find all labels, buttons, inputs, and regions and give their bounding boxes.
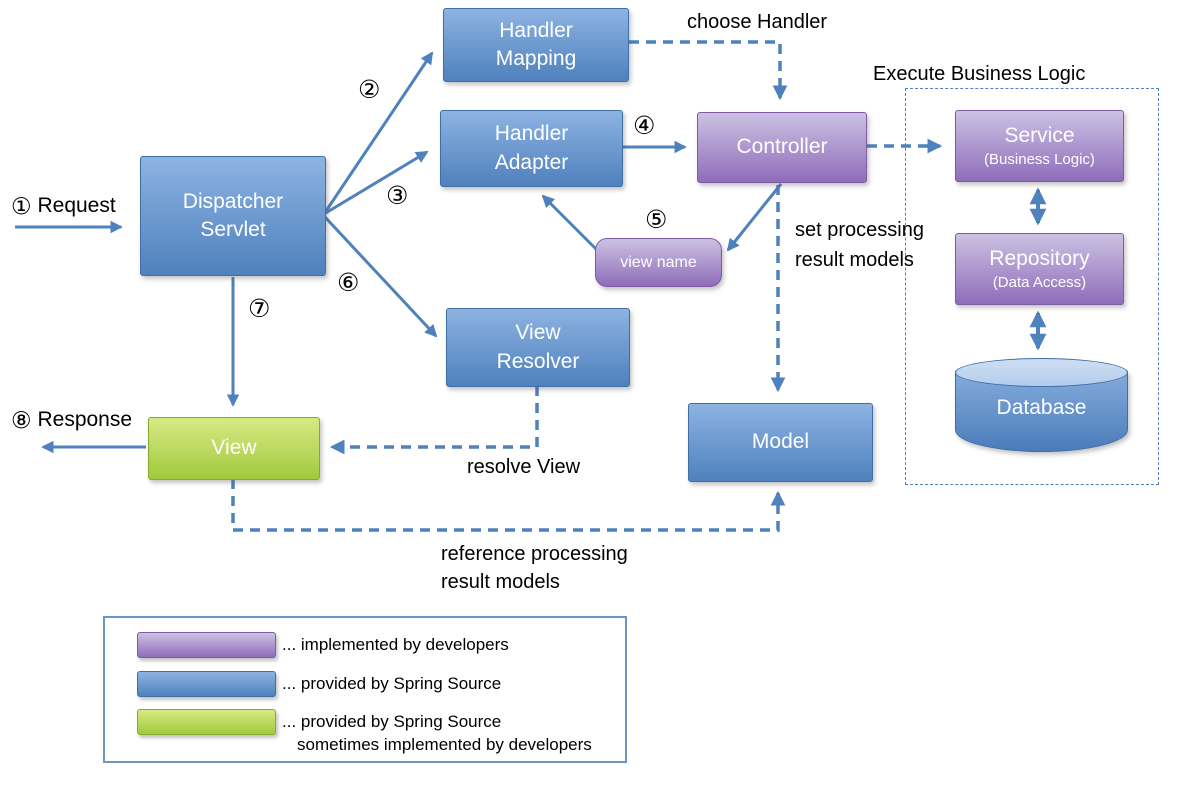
legend-label-blue: ... provided by Spring Source: [282, 674, 502, 693]
reference-label-line2: result models: [441, 571, 560, 593]
node-view-resolver: View Resolver: [446, 308, 630, 387]
step-5-badge: ⑤: [645, 205, 668, 234]
step-6-badge: ⑥: [337, 268, 360, 297]
node-view: View: [148, 417, 320, 480]
arrow-step3-to-handler-adapter: [323, 150, 429, 216]
arrow-view-name-to-handler-adapter: [541, 194, 601, 254]
dashed-view-to-model-reference: [231, 479, 786, 532]
legend-label-green-line2: sometimes implemented by developers: [297, 735, 592, 754]
legend: ... implemented by developers ... provid…: [103, 616, 627, 763]
step-8-badge: ⑧: [11, 408, 32, 434]
reference-label-line1: reference processing: [441, 543, 628, 565]
database-cylinder-top: [955, 358, 1128, 387]
node-handler-adapter: Handler Adapter: [440, 110, 623, 187]
step-2-badge: ②: [358, 75, 381, 104]
node-service: Service (Business Logic): [955, 110, 1124, 182]
node-repository: Repository (Data Access): [955, 233, 1124, 305]
legend-swatch-purple: [137, 632, 276, 658]
resolve-view-label: resolve View: [467, 456, 581, 478]
node-handler-mapping: Handler Mapping: [443, 8, 629, 82]
node-controller: Controller: [697, 112, 867, 183]
node-database: Database: [955, 358, 1128, 452]
legend-swatch-green: [137, 709, 276, 735]
legend-label-purple: ... implemented by developers: [282, 635, 509, 654]
node-model: Model: [688, 403, 873, 482]
step-4-badge: ④: [633, 111, 656, 140]
set-processing-label-line2: result models: [795, 249, 914, 271]
dashed-resolve-view: [329, 386, 539, 455]
step-7-badge: ⑦: [248, 294, 271, 323]
node-dispatcher-servlet: Dispatcher Servlet: [140, 156, 326, 276]
legend-label-green: ... provided by Spring Source: [282, 712, 502, 731]
arrow-controller-to-view-name: [726, 183, 783, 252]
execute-business-logic-label: Execute Business Logic: [873, 63, 1086, 85]
response-label: ⑧ Response: [11, 408, 133, 434]
step-1-badge: ①: [11, 194, 32, 220]
request-label: ① Request: [11, 194, 116, 220]
set-processing-label-line1: set processing: [795, 219, 924, 241]
execute-business-logic-frame: [905, 88, 1159, 485]
legend-swatch-blue: [137, 671, 276, 697]
dashed-choose-handler: [629, 40, 788, 101]
choose-handler-label: choose Handler: [687, 11, 828, 33]
node-view-name: view name: [595, 238, 722, 287]
step-3-badge: ③: [386, 181, 409, 210]
